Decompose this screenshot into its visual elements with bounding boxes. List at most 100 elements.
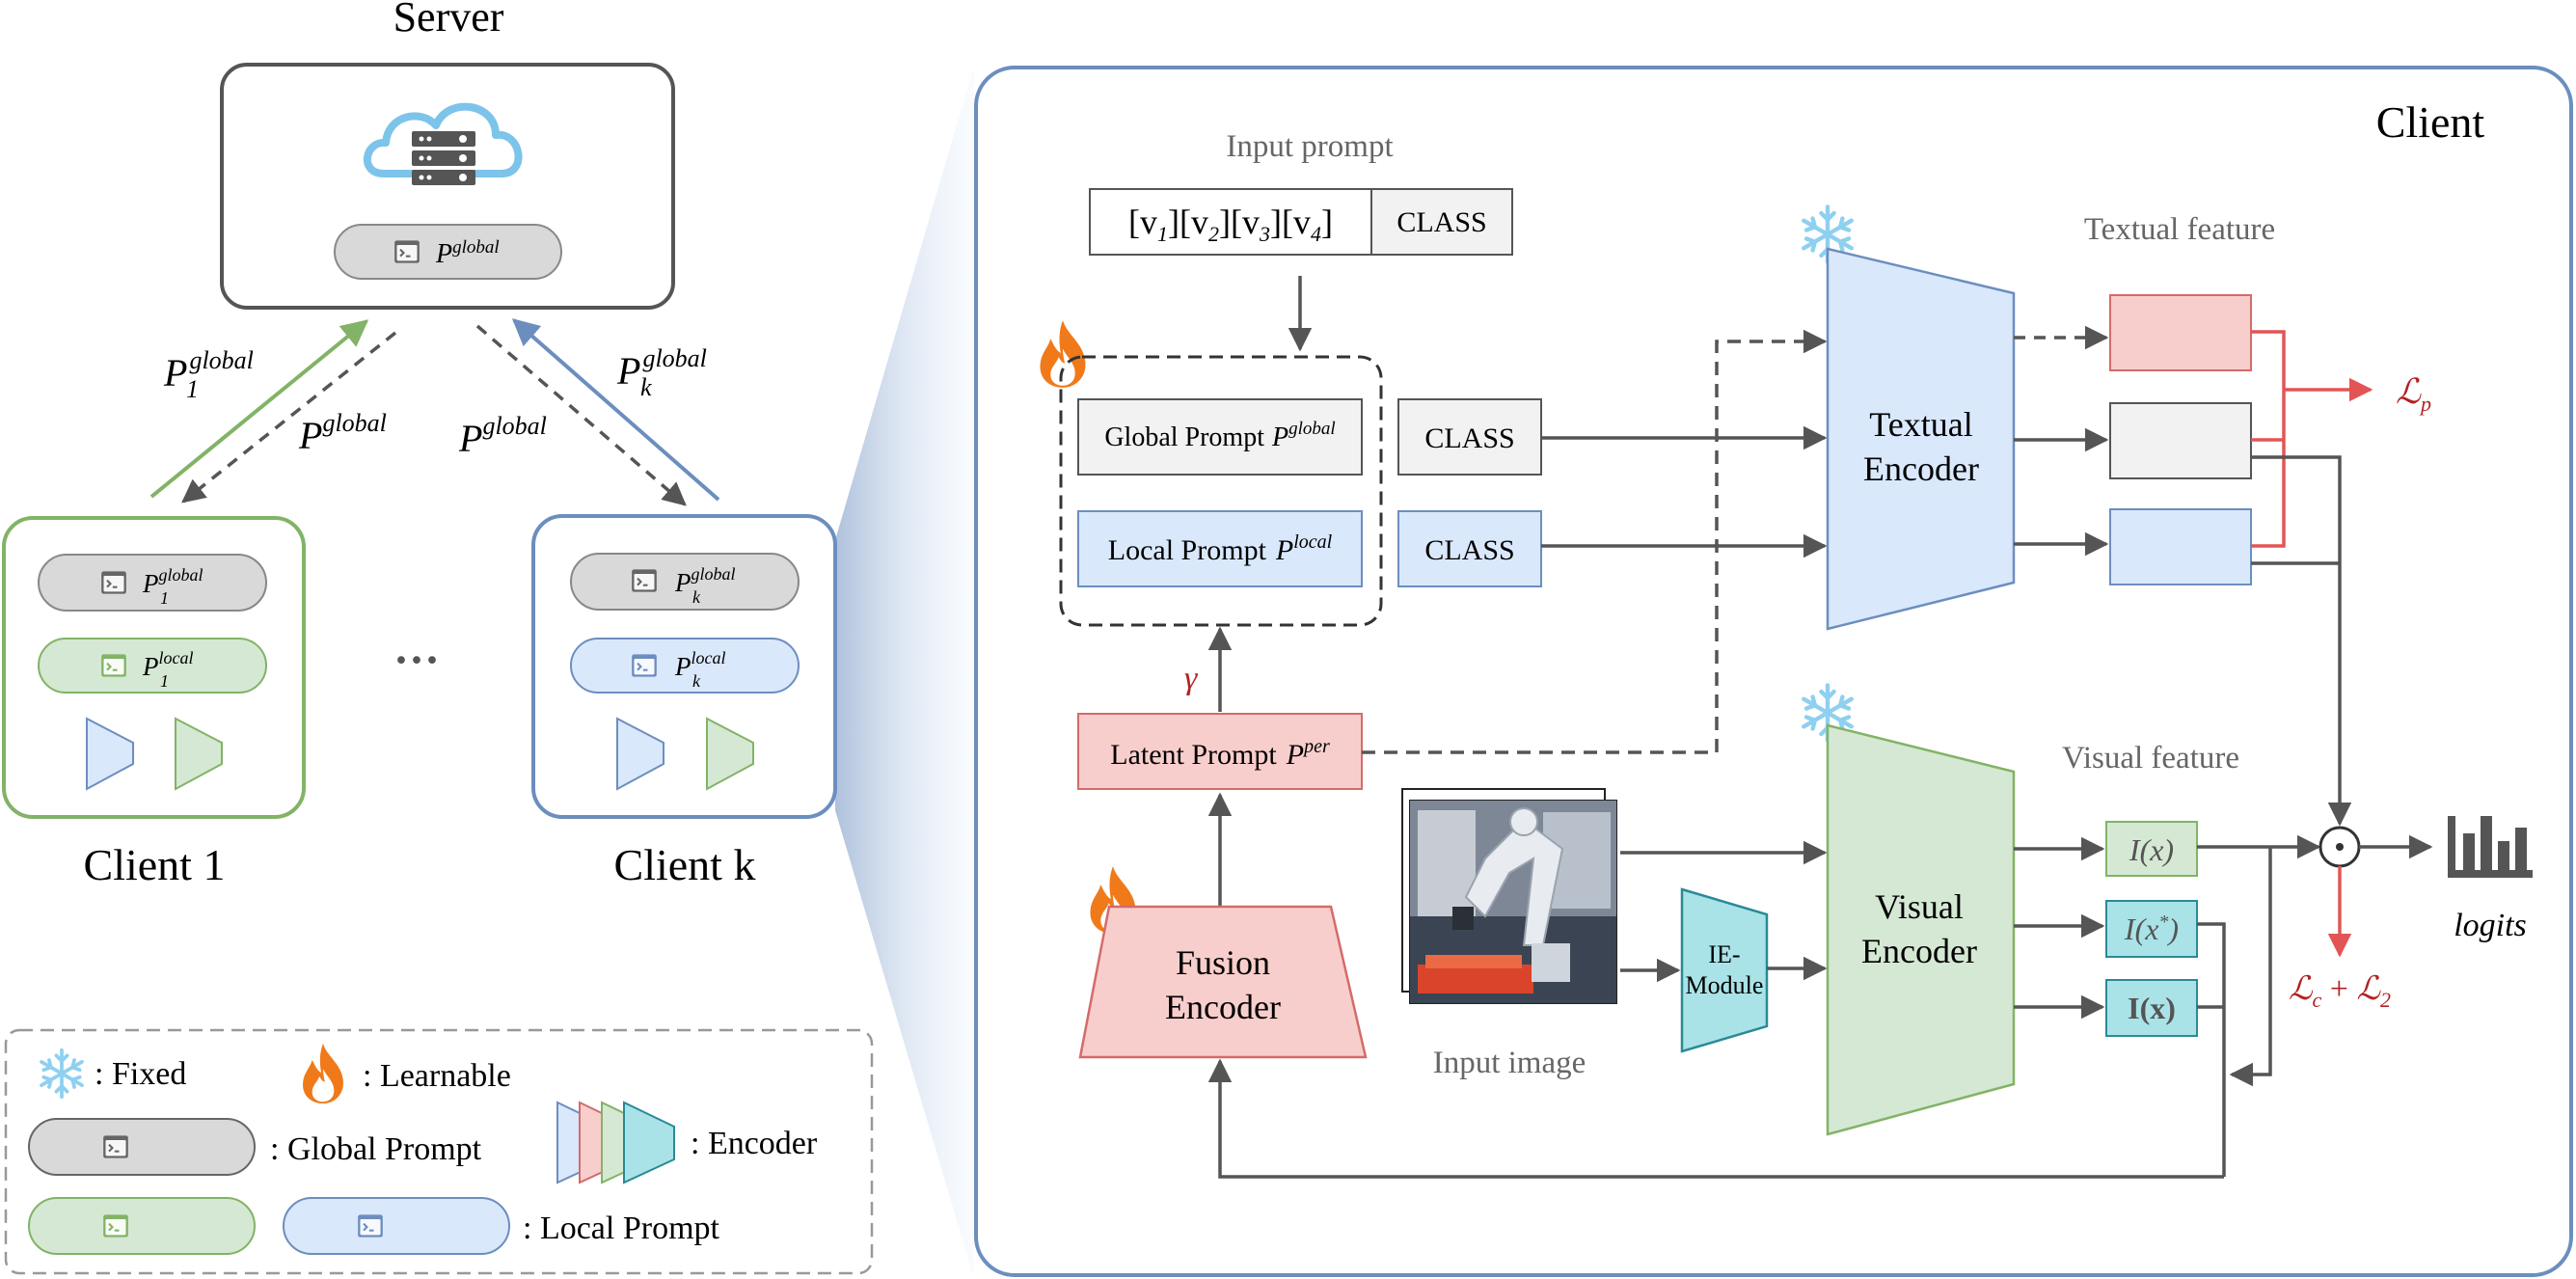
legend-learnable: : Learnable <box>363 1058 511 1094</box>
input-tokens: [v1][v2][v3][v4] <box>1128 203 1333 246</box>
clients-ellipsis: ··· <box>393 635 440 686</box>
client-k-global-prompt: Pglobal <box>674 564 736 597</box>
terminal-icon <box>357 1213 384 1238</box>
cloud-server-icon <box>364 102 523 185</box>
loss-p-label: ℒp <box>2396 372 2431 416</box>
server-title: Server <box>393 0 504 41</box>
visual-feature-1 <box>2105 821 2198 877</box>
prompt-group <box>1059 355 1383 627</box>
fusion-encoder-line1: Fusion <box>1176 943 1270 982</box>
terminal-icon <box>631 568 658 593</box>
encoder-shape-blue <box>616 717 664 791</box>
fusion-encoder <box>1078 905 1368 1059</box>
global-prompt-box <box>1077 398 1363 476</box>
visual-feature-1-text: I(x) <box>2129 832 2174 867</box>
zoom-wedge <box>835 66 974 1279</box>
client-k-global-sub: k <box>692 587 701 607</box>
local-class-text: CLASS <box>1424 534 1514 566</box>
encoder-shape-green <box>706 717 754 791</box>
textual-feature-blue <box>2109 508 2252 585</box>
loss-p-connectors <box>2251 330 2286 548</box>
legend-local-prompt: : Local Prompt <box>523 1211 720 1246</box>
textual-encoder-line2: Encoder <box>1863 449 1979 488</box>
input-image <box>1401 788 1617 1004</box>
upload-label-client-1-sub: 1 <box>186 375 199 403</box>
client-1-global-sub: 1 <box>160 588 169 608</box>
terminal-icon <box>100 653 127 678</box>
client-1-box: Pglobal 1 Plocal 1 <box>2 516 306 819</box>
feedback-to-fusion <box>1207 1058 2224 1179</box>
encoder-shape-green <box>175 717 223 791</box>
client-1-global-prompt: Pglobal <box>142 565 203 598</box>
upload-label-client-k: Pglobal <box>616 344 707 393</box>
terminal-icon <box>100 570 127 595</box>
terminal-icon <box>393 239 420 264</box>
input-image-label: Input image <box>1433 1046 1586 1080</box>
download-arrow-client-1 <box>181 331 397 503</box>
legend-fixed: : Fixed <box>95 1056 186 1092</box>
client-1-local-sub: 1 <box>160 671 169 691</box>
visual-feature-3-text: I(x) <box>2128 991 2176 1025</box>
textual-encoder <box>1826 247 2016 631</box>
visual-encoder <box>1826 723 2016 1136</box>
legend-box: : Fixed : Learnable : Global Prompt : En… <box>4 1028 874 1275</box>
fusion-encoder-line2: Encoder <box>1165 988 1281 1026</box>
client-1-label: Client 1 <box>84 840 226 889</box>
client-k-local-prompt: Plocal <box>674 648 726 681</box>
download-arrow-client-k <box>475 324 687 506</box>
latent-prompt-box <box>1077 713 1363 790</box>
download-label-right: Pglobal <box>458 412 547 460</box>
upload-label-client-1: Pglobal <box>163 346 254 395</box>
client-k-local-sub: k <box>692 671 701 691</box>
product-branch <box>2229 847 2272 1087</box>
local-prompt-box <box>1077 510 1363 587</box>
upload-arrow-client-k <box>511 318 720 502</box>
gamma-label: γ <box>1184 661 1199 696</box>
encoder-shape-teal <box>623 1101 675 1184</box>
visual-feature-2 <box>2105 900 2198 958</box>
logits-label: logits <box>2454 908 2527 943</box>
legend-global-prompt: : Global Prompt <box>270 1131 482 1167</box>
local-class-box <box>1397 510 1542 587</box>
text-feature-to-product <box>2251 455 2352 827</box>
dot-product-center <box>2336 843 2344 851</box>
visual-feature-label: Visual feature <box>2062 741 2239 776</box>
loss-c2-label: ℒc + ℒ2 <box>2289 971 2391 1012</box>
ie-module-line2: Module <box>1686 971 1764 999</box>
upload-arrow-client-1 <box>149 319 369 499</box>
feedback-feature-2 <box>2197 922 2226 1080</box>
textual-feature-red <box>2109 294 2252 371</box>
visual-encoder-line1: Visual <box>1875 887 1964 926</box>
input-prompt-label: Input prompt <box>1226 129 1393 164</box>
svg-text:Pglobal: Pglobal <box>435 237 500 270</box>
textual-feature-label: Textual feature <box>2084 212 2275 247</box>
ie-module-line1: IE- <box>1708 940 1740 968</box>
input-class-token: CLASS <box>1396 206 1486 238</box>
textual-encoder-line1: Textual <box>1869 405 1972 444</box>
global-class-box <box>1397 398 1542 476</box>
server-global-prompt: Pglobal <box>334 224 562 280</box>
latent-to-encoder-dashed <box>1362 329 1828 754</box>
download-label-left: Pglobal <box>298 409 387 457</box>
visual-feature-2-text: I(x*) <box>2124 912 2179 946</box>
client-k-label: Client k <box>614 840 756 889</box>
textual-feature-gray <box>2109 402 2252 479</box>
global-class-text: CLASS <box>1424 422 1514 454</box>
terminal-icon <box>631 653 658 678</box>
terminal-icon <box>102 1213 129 1238</box>
client-panel-title: Client <box>2376 97 2485 147</box>
client-k-box: Pglobal k Plocal k <box>531 514 837 819</box>
ie-module <box>1680 887 1769 1053</box>
upload-label-client-k-sub: k <box>640 373 652 401</box>
terminal-icon <box>102 1134 129 1159</box>
input-prompt-box: [v1][v2][v3][v4] CLASS <box>1089 188 1513 256</box>
encoder-shape-blue <box>86 717 134 791</box>
client-1-local-prompt: Plocal <box>142 648 194 681</box>
logits-chart-icon <box>2448 816 2533 878</box>
legend-encoder: : Encoder <box>691 1126 818 1161</box>
visual-encoder-line2: Encoder <box>1861 932 1977 970</box>
